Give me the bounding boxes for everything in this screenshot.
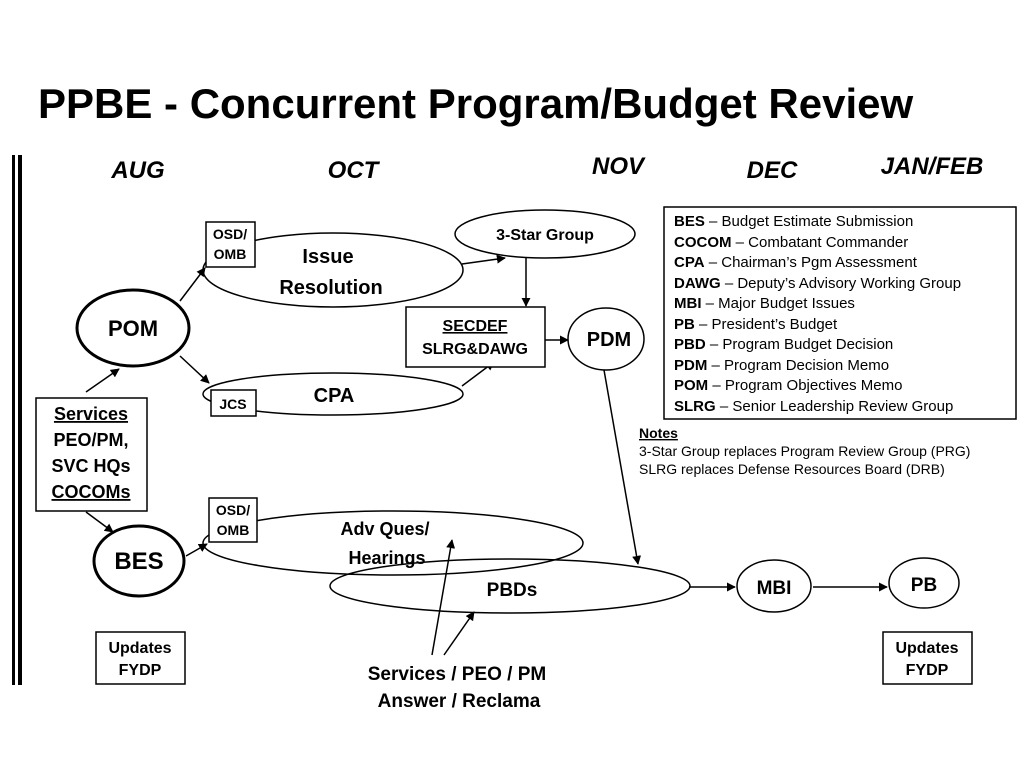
arrow-pom-to-osd xyxy=(179,267,206,302)
legend-item: DAWG – Deputy’s Advisory Working Group xyxy=(674,275,961,292)
pbds-label: PBDs xyxy=(487,580,538,601)
services-line-4: COCOMs xyxy=(51,482,130,502)
legend: BES – Budget Estimate Submission COCOM –… xyxy=(674,213,961,415)
answer-line-2: Answer / Reclama xyxy=(378,691,541,712)
adv-ques-line-1: Adv Ques/ xyxy=(340,519,429,539)
cpa-label: CPA xyxy=(314,385,355,407)
legend-item: MBI – Major Budget Issues xyxy=(674,295,855,312)
legend-item: PDM – Program Decision Memo xyxy=(674,357,889,374)
secdef-box xyxy=(405,306,546,368)
arrow-issue-to-3star xyxy=(461,254,506,265)
jcs-label: JCS xyxy=(219,396,246,412)
updates-right-box xyxy=(882,631,973,685)
legend-item: SLRG – Senior Leadership Review Group xyxy=(674,398,953,415)
services-line-1: Services xyxy=(54,404,128,424)
arrow-pdm-to-pbds xyxy=(603,369,642,565)
updates-left-line-2: FYDP xyxy=(119,662,162,679)
legend-item: CPA – Chairman’s Pgm Assessment xyxy=(674,254,918,271)
notes-heading: Notes xyxy=(639,425,678,441)
bes-label: BES xyxy=(114,548,163,575)
arrow-services-to-pom xyxy=(85,368,120,393)
notes-line: SLRG replaces Defense Resources Board (D… xyxy=(639,461,945,477)
osd-omb-bottom-line-1: OSD/ xyxy=(216,502,250,518)
mbi-label: MBI xyxy=(757,578,792,599)
services-line-2: PEO/PM, xyxy=(53,430,128,450)
arrow-answer-to-adv xyxy=(431,539,456,656)
secdef-line-1: SECDEF xyxy=(443,318,508,335)
three-star-ellipse xyxy=(454,209,636,259)
updates-right-line-2: FYDP xyxy=(906,662,949,679)
legend-item: BES – Budget Estimate Submission xyxy=(674,213,913,230)
pom-ellipse xyxy=(75,288,191,368)
osd-omb-top-box xyxy=(205,221,256,268)
updates-right-line-1: Updates xyxy=(895,640,958,657)
month-aug: AUG xyxy=(110,157,164,184)
osd-omb-top-line-2: OMB xyxy=(214,246,247,262)
notes-line: 3-Star Group replaces Program Review Gro… xyxy=(639,443,970,459)
jcs-box xyxy=(210,389,257,417)
pom-label: POM xyxy=(108,316,158,341)
slide-title: PPBE - Concurrent Program/Budget Review xyxy=(38,80,913,127)
month-dec: DEC xyxy=(747,157,798,184)
legend-item: PBD – Program Budget Decision xyxy=(674,336,893,353)
adv-ques-ellipse xyxy=(202,510,584,576)
legend-item: PB – President’s Budget xyxy=(674,316,838,333)
month-nov: NOV xyxy=(592,153,646,180)
legend-box xyxy=(663,206,1017,420)
issue-resolution-line-2: Resolution xyxy=(279,277,382,299)
osd-omb-bottom-box xyxy=(208,497,258,543)
month-janfeb: JAN/FEB xyxy=(881,153,984,180)
pbds-ellipse xyxy=(329,558,691,614)
arrow-services-to-bes xyxy=(85,511,114,533)
osd-omb-top-line-1: OSD/ xyxy=(213,226,247,242)
month-oct: OCT xyxy=(328,157,381,184)
adv-ques-line-2: Hearings xyxy=(348,548,425,568)
pb-ellipse xyxy=(888,557,960,609)
notes: Notes 3-Star Group replaces Program Revi… xyxy=(639,425,970,477)
cpa-ellipse xyxy=(202,372,464,416)
pb-label: PB xyxy=(911,575,937,596)
secdef-line-2: SLRG&DAWG xyxy=(422,341,528,358)
legend-item: COCOM – Combatant Commander xyxy=(674,234,908,251)
issue-resolution-ellipse xyxy=(202,232,464,308)
bes-ellipse xyxy=(92,524,186,598)
mbi-ellipse xyxy=(736,559,812,613)
answer-line-1: Services / PEO / PM xyxy=(368,664,546,685)
services-box xyxy=(35,397,148,512)
services-line-3: SVC HQs xyxy=(51,456,130,476)
left-rule xyxy=(12,155,22,685)
updates-left-box xyxy=(95,631,186,685)
updates-left-line-1: Updates xyxy=(108,640,171,657)
flow-arrows xyxy=(85,254,888,656)
pdm-ellipse xyxy=(567,307,645,371)
arrow-answer-to-pbds xyxy=(443,611,475,656)
pdm-label: PDM xyxy=(587,329,631,351)
three-star-label: 3-Star Group xyxy=(496,227,594,244)
osd-omb-bottom-line-2: OMB xyxy=(217,522,250,538)
issue-resolution-line-1: Issue xyxy=(302,246,353,268)
legend-item: POM – Program Objectives Memo xyxy=(674,377,902,394)
arrow-pom-to-jcs xyxy=(179,355,210,384)
